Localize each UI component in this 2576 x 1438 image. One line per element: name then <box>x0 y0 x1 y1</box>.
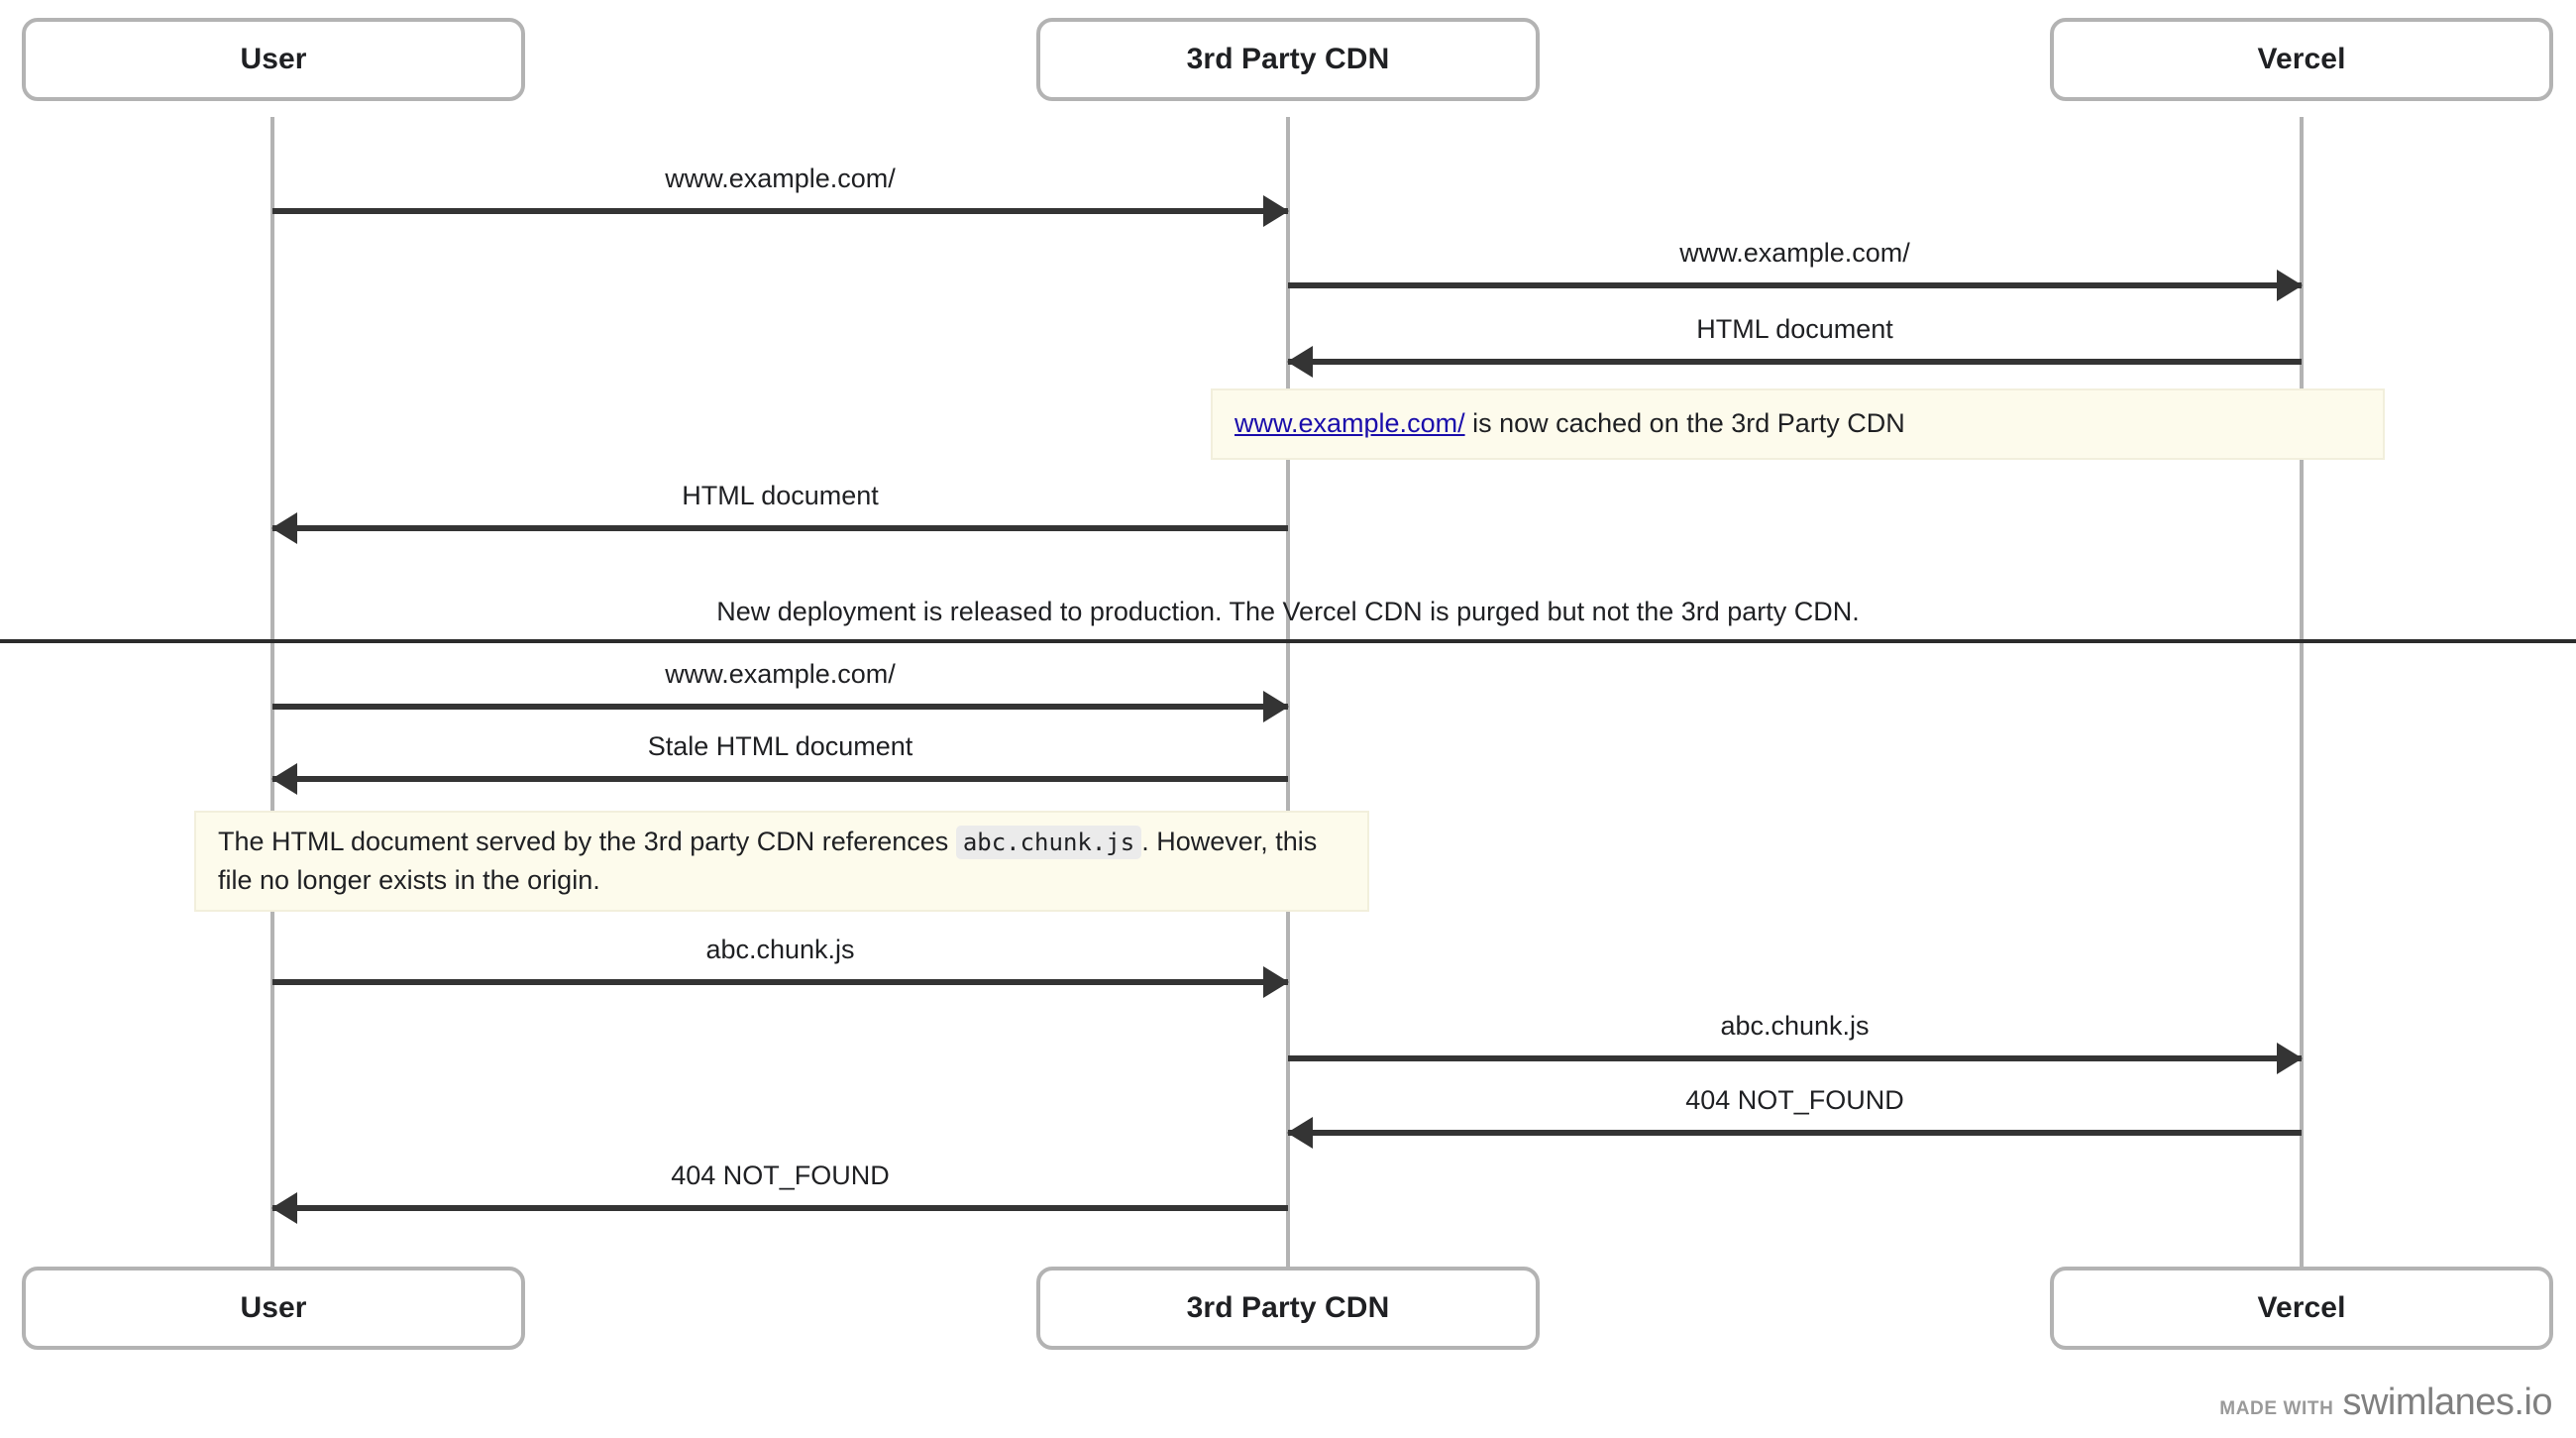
watermark[interactable]: MADE WITH swimlanes.io <box>2219 1382 2552 1424</box>
lifeline-user <box>270 117 274 1267</box>
message-label: 404 NOT_FOUND <box>1685 1084 1904 1115</box>
message-line <box>1288 1055 2302 1061</box>
participant-label: 3rd Party CDN <box>1186 43 1390 75</box>
message-line <box>1288 282 2302 288</box>
note-text-before: The HTML document served by the 3rd part… <box>218 826 956 856</box>
note-chunk-missing: The HTML document served by the 3rd part… <box>194 811 1369 912</box>
participant-label: User <box>240 1291 307 1324</box>
participant-cdn-bottom[interactable]: 3rd Party CDN <box>1036 1267 1540 1350</box>
note-link-example-url[interactable]: www.example.com/ <box>1234 408 1465 439</box>
participant-label: Vercel <box>2257 1291 2346 1324</box>
message-label: www.example.com/ <box>665 163 896 193</box>
message-label: www.example.com/ <box>665 658 896 689</box>
participant-vercel-top[interactable]: Vercel <box>2050 18 2553 101</box>
message-line <box>272 704 1288 710</box>
message-label: 404 NOT_FOUND <box>671 1160 890 1190</box>
message-label: abc.chunk.js <box>705 934 855 964</box>
note-cached: www.example.com/ is now cached on the 3r… <box>1211 388 2385 460</box>
participant-user-bottom[interactable]: User <box>22 1267 525 1350</box>
arrowhead-left-icon <box>1287 1117 1313 1149</box>
arrowhead-left-icon <box>271 1192 297 1224</box>
watermark-brand: swimlanes.io <box>2342 1382 2552 1423</box>
message-label: HTML document <box>1696 313 1893 344</box>
divider-label: New deployment is released to production… <box>716 597 1860 626</box>
message-label: Stale HTML document <box>647 730 913 761</box>
message-line <box>272 525 1288 531</box>
arrowhead-left-icon <box>271 512 297 544</box>
lifeline-vercel <box>2300 117 2304 1267</box>
participant-cdn-top[interactable]: 3rd Party CDN <box>1036 18 1540 101</box>
note-text-after: . However, this file no longer exists in… <box>218 826 1318 895</box>
message-label: abc.chunk.js <box>1720 1010 1870 1041</box>
participant-vercel-bottom[interactable]: Vercel <box>2050 1267 2553 1350</box>
message-line <box>1288 1130 2302 1136</box>
note-text: The HTML document served by the 3rd part… <box>218 823 1345 900</box>
note-code-chunk-filename: abc.chunk.js <box>955 825 1142 859</box>
message-line <box>272 776 1288 782</box>
arrowhead-right-icon <box>2277 270 2303 301</box>
message-line <box>1288 359 2302 365</box>
message-line <box>272 979 1288 985</box>
note-text: www.example.com/ is now cached on the 3r… <box>1234 404 1905 443</box>
arrowhead-right-icon <box>1263 966 1289 998</box>
message-line <box>272 1205 1288 1211</box>
arrowhead-right-icon <box>1263 195 1289 227</box>
arrowhead-left-icon <box>1287 346 1313 378</box>
arrowhead-right-icon <box>1263 691 1289 722</box>
participant-label: Vercel <box>2257 43 2346 75</box>
arrowhead-left-icon <box>271 763 297 795</box>
watermark-prefix: MADE WITH <box>2219 1398 2334 1419</box>
participant-label: User <box>240 43 307 75</box>
divider-rule <box>0 639 2576 643</box>
message-line <box>272 208 1288 214</box>
participant-label: 3rd Party CDN <box>1186 1291 1390 1324</box>
message-label: HTML document <box>682 480 879 510</box>
arrowhead-right-icon <box>2277 1043 2303 1074</box>
note-text-after: is now cached on the 3rd Party CDN <box>1464 408 1905 439</box>
message-label: www.example.com/ <box>1679 237 1910 268</box>
participant-user-top[interactable]: User <box>22 18 525 101</box>
